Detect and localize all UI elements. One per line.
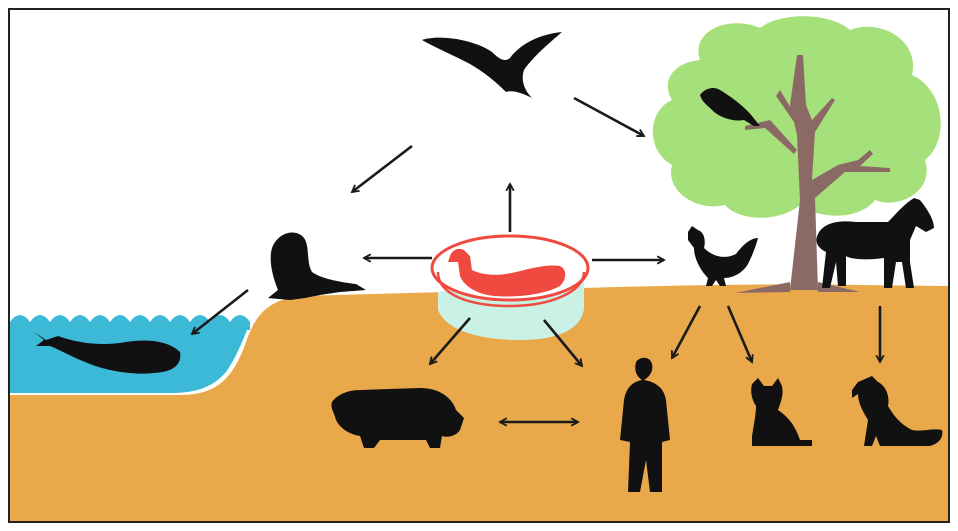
transmission-diagram	[0, 0, 958, 531]
